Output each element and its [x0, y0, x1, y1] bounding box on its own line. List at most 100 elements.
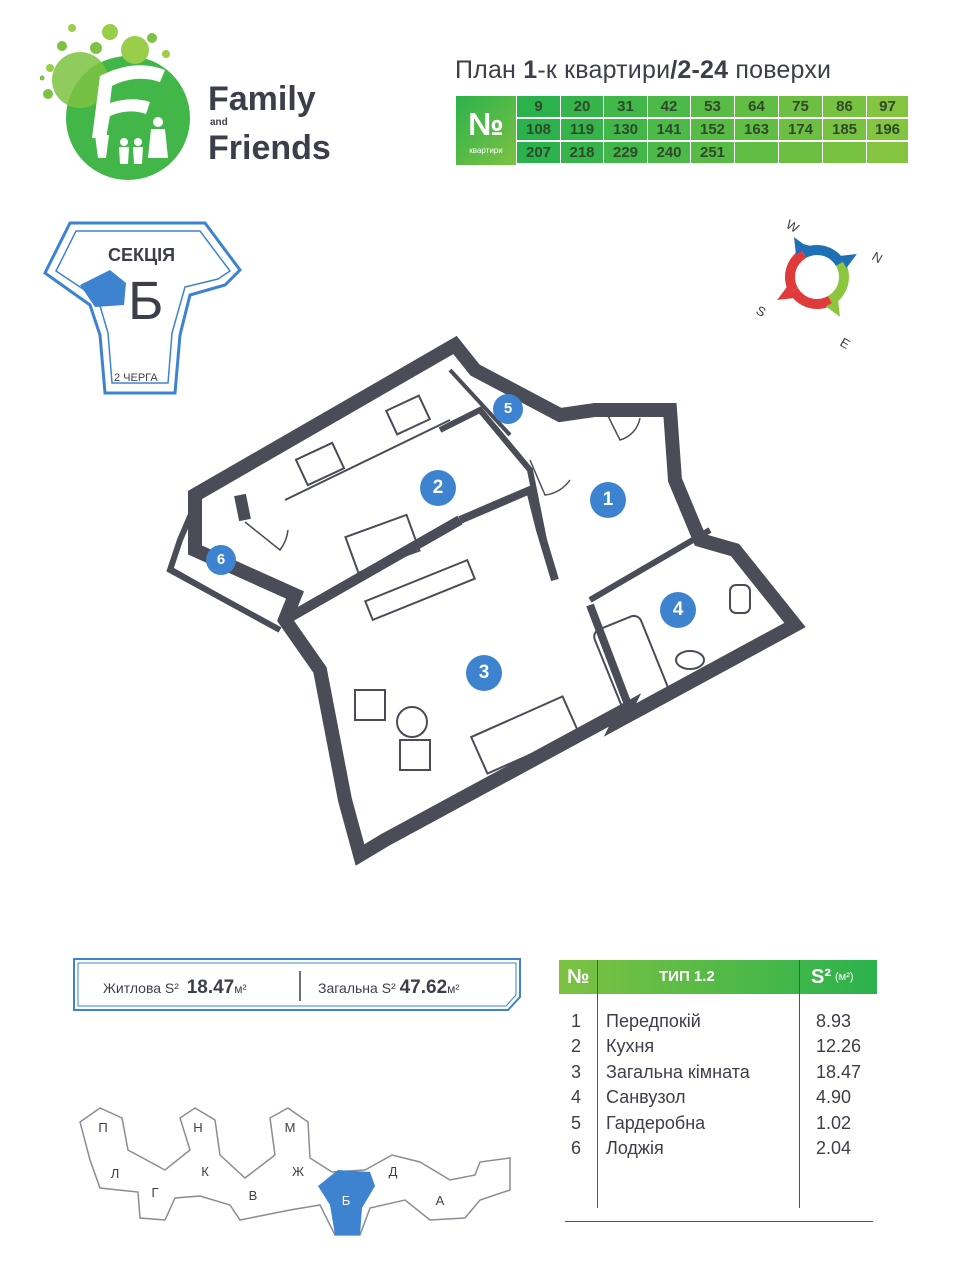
section-label-7: Ж: [292, 1164, 304, 1179]
rooms-table-divider-2: [799, 960, 800, 1208]
apartment-number-cell: 240: [647, 142, 690, 164]
apartment-number-cell: 119: [560, 119, 603, 141]
apartment-no-header: № квартири: [456, 96, 516, 165]
section-label-0: П: [98, 1120, 107, 1135]
apartment-number-cell: 86: [822, 96, 866, 118]
living-area-label: Житлова S²: [103, 980, 179, 996]
plan-title-rooms: 1: [523, 56, 538, 84]
plan-title-slash: /: [670, 56, 678, 84]
living-area-unit: м²: [234, 982, 247, 996]
apartment-number-cell: 163: [734, 119, 778, 141]
compass-icon: W N S E: [754, 217, 886, 352]
living-area: Житлова S² 18.47м²: [103, 977, 247, 999]
total-area-value: 47.62: [399, 977, 448, 998]
room-area: 12.26: [816, 1036, 862, 1057]
section-queue: 2 ЧЕРГА: [114, 372, 158, 384]
apartment-number-cell: 218: [560, 142, 603, 164]
rooms-table-header: № ТИП 1.2 S² (м²): [559, 960, 877, 994]
section-label-6: В: [249, 1188, 258, 1203]
apartment-number-cell: 152: [690, 119, 734, 141]
section-label-5: К: [201, 1164, 209, 1179]
section-label-2: М: [285, 1120, 296, 1135]
room-name: Передпокій: [606, 1011, 701, 1031]
apartment-number-cell: 20: [560, 96, 603, 118]
apartment-floor-plan: [166, 335, 806, 866]
room-badge-4: 4: [660, 592, 696, 628]
rooms-table-bottom-rule: [565, 1221, 873, 1222]
room-badge-6: 6: [206, 545, 236, 575]
apartment-no-sublabel: квартири: [469, 146, 503, 155]
section-label-9: Д: [389, 1164, 398, 1179]
room-badge-3: 3: [466, 655, 502, 691]
total-area-unit: м²: [447, 982, 460, 996]
apartment-no-label: №: [468, 106, 504, 142]
rooms-col-type: ТИП 1.2: [659, 968, 715, 985]
rooms-table-row: 2 Кухня 12.26: [559, 1034, 877, 1059]
section-letter: Б: [128, 271, 163, 331]
total-area-label: Загальна S²: [318, 980, 396, 996]
room-badge-1: 1: [590, 482, 626, 518]
sections-outline: [79, 1107, 511, 1236]
brand-name-line3: Friends: [208, 129, 331, 167]
room-name: Лоджія: [606, 1138, 664, 1158]
apartment-number-cell: 196: [866, 119, 908, 141]
plan-title-type: -к квартири: [537, 56, 671, 84]
apartment-number-cell: [822, 142, 866, 164]
room-number: 2: [571, 1036, 582, 1057]
room-number: 1: [571, 1011, 582, 1031]
plan-title-prefix: План: [455, 56, 517, 84]
area-summary-box: [73, 958, 521, 1011]
rooms-col-no: №: [567, 966, 590, 988]
apartment-number-cell: 174: [778, 119, 822, 141]
room-area: 8.93: [816, 1011, 852, 1031]
apartment-number-cell: 9: [516, 96, 560, 118]
section-label-1: Н: [193, 1120, 202, 1135]
apartment-number-cell: [778, 142, 822, 164]
apartment-number-cell: 251: [690, 142, 734, 164]
brand-name-line1: Family: [208, 80, 316, 118]
room-badge-2: 2: [420, 470, 456, 506]
brand-name-and: and: [210, 117, 228, 128]
compass-s: S: [754, 303, 769, 320]
section-label-8: Б: [342, 1193, 351, 1208]
room-area: 2.04: [816, 1138, 852, 1158]
rooms-table-row: 3 Загальна кімната 18.47: [559, 1060, 877, 1085]
section-label: СЕКЦІЯ: [108, 245, 175, 265]
apartment-number-cell: 31: [603, 96, 647, 118]
rooms-table-divider-1: [597, 960, 598, 1208]
building-sections-map: П Н М Л Г К В Ж Б Д А: [79, 1107, 511, 1236]
room-area: 4.90: [816, 1087, 852, 1108]
apartment-number-cell: 108: [516, 119, 560, 141]
section-label-10: А: [436, 1193, 445, 1208]
room-name: Загальна кімната: [606, 1061, 750, 1082]
apartment-number-cell: 75: [778, 96, 822, 118]
apartment-number-cell: 141: [647, 119, 690, 141]
total-area: Загальна S² 47.62м²: [318, 977, 459, 999]
plan-title: План 1-к квартири/2-24 поверхи: [455, 56, 831, 85]
rooms-table-row: 1 Передпокій 8.93: [559, 1009, 877, 1034]
room-name: Кухня: [606, 1036, 655, 1057]
apartment-number-cell: 229: [603, 142, 647, 164]
rooms-col-area-unit: (м²): [835, 971, 854, 983]
compass-w: W: [784, 217, 803, 236]
compass-e: E: [838, 335, 853, 352]
room-area: 18.47: [816, 1061, 862, 1082]
rooms-col-area: S²: [811, 966, 831, 988]
room-name: Гардеробна: [606, 1112, 706, 1133]
apartment-number-cell: [734, 142, 778, 164]
room-number: 6: [571, 1138, 582, 1158]
room-badge-5: 5: [493, 394, 523, 424]
living-area-value: 18.47: [186, 977, 235, 998]
section-label-3: Л: [111, 1166, 120, 1181]
rooms-table-row: 6 Лоджія 2.04: [559, 1136, 877, 1161]
plan-title-floors: 2-24: [677, 56, 729, 84]
room-area: 1.02: [816, 1112, 852, 1133]
room-number: 3: [571, 1061, 582, 1082]
apartment-number-cell: 185: [822, 119, 866, 141]
plan-title-suffix: поверхи: [728, 56, 832, 84]
section-label-4: Г: [151, 1185, 158, 1200]
section-highlight-b: [318, 1170, 375, 1235]
